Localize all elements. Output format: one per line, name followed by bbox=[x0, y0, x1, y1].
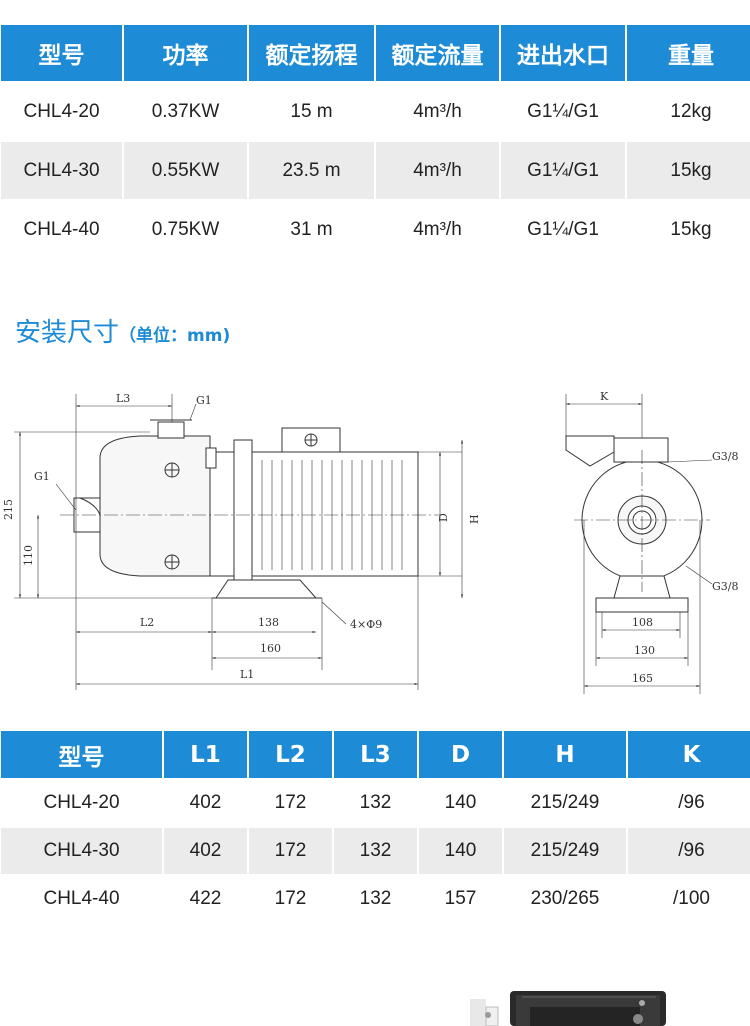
cell: CHL4-40 bbox=[1, 201, 122, 258]
cell: 4m³/h bbox=[376, 201, 499, 258]
header-weight: 重量 bbox=[627, 25, 750, 81]
label-160: 160 bbox=[260, 642, 281, 655]
cell: 172 bbox=[249, 876, 332, 922]
cell: 0.37KW bbox=[124, 83, 247, 140]
cell: CHL4-20 bbox=[1, 83, 122, 140]
label-g38-top: G3/8 bbox=[712, 450, 739, 463]
header-h: H bbox=[504, 731, 626, 778]
header-d: D bbox=[419, 731, 502, 778]
cell: /96 bbox=[628, 828, 750, 874]
cell: 132 bbox=[334, 780, 417, 826]
cell: 23.5 m bbox=[249, 142, 374, 199]
cell: 12kg bbox=[627, 83, 750, 140]
installation-drawing: L3 G1 G1 215 110 D H L2 138 4×Φ9 160 L1 bbox=[2, 390, 739, 694]
label-h: H bbox=[468, 514, 481, 524]
cell: 15 m bbox=[249, 83, 374, 140]
label-g1-left: G1 bbox=[34, 470, 50, 483]
cell: 132 bbox=[334, 876, 417, 922]
label-holes: 4×Φ9 bbox=[350, 618, 382, 631]
side-view bbox=[565, 394, 713, 694]
header-inlet-outlet: 进出水口 bbox=[501, 25, 625, 81]
cell: 15kg bbox=[627, 201, 750, 258]
cell: 15kg bbox=[627, 142, 750, 199]
spec-table: 型号 功率 额定扬程 额定流量 进出水口 重量 CHL4-20 0.37KW 1… bbox=[0, 23, 750, 260]
cell: 31 m bbox=[249, 201, 374, 258]
cell: 140 bbox=[419, 828, 502, 874]
side-view-labels: K G3/8 G3/8 108 130 165 bbox=[600, 390, 739, 685]
header-power: 功率 bbox=[124, 25, 247, 81]
table-row: CHL4-30 0.55KW 23.5 m 4m³/h G1¼/G1 15kg bbox=[1, 142, 750, 199]
cell: 422 bbox=[164, 876, 247, 922]
label-g1-top: G1 bbox=[196, 394, 212, 407]
spec-table-header: 型号 功率 额定扬程 额定流量 进出水口 重量 bbox=[1, 25, 750, 81]
header-model: 型号 bbox=[1, 25, 122, 81]
section-title-text: 安装尺寸 bbox=[15, 318, 120, 348]
cell: 402 bbox=[164, 780, 247, 826]
cell: 402 bbox=[164, 828, 247, 874]
cell: CHL4-40 bbox=[1, 876, 162, 922]
cell: CHL4-30 bbox=[1, 142, 122, 199]
label-l1: L1 bbox=[240, 668, 254, 681]
cell: CHL4-30 bbox=[1, 828, 162, 874]
cell: 230/265 bbox=[504, 876, 626, 922]
cell: 215/249 bbox=[504, 780, 626, 826]
cell: CHL4-20 bbox=[1, 780, 162, 826]
label-138: 138 bbox=[258, 616, 279, 629]
header-k: K bbox=[628, 731, 750, 778]
table-row: CHL4-20 402 172 132 140 215/249 /96 bbox=[1, 780, 750, 826]
header-l1: L1 bbox=[164, 731, 247, 778]
cell: 4m³/h bbox=[376, 83, 499, 140]
label-110: 110 bbox=[22, 545, 35, 566]
cell: G1¼/G1 bbox=[501, 83, 625, 140]
header-model: 型号 bbox=[1, 731, 162, 778]
cell: 215/249 bbox=[504, 828, 626, 874]
label-108: 108 bbox=[632, 616, 653, 629]
label-k: K bbox=[600, 390, 609, 403]
cell: 140 bbox=[419, 780, 502, 826]
table-row: CHL4-20 0.37KW 15 m 4m³/h G1¼/G1 12kg bbox=[1, 83, 750, 140]
table-row: CHL4-40 0.75KW 31 m 4m³/h G1¼/G1 15kg bbox=[1, 201, 750, 258]
cell: 132 bbox=[334, 828, 417, 874]
label-l2: L2 bbox=[140, 616, 154, 629]
front-view-labels: L3 G1 G1 215 110 D H L2 138 4×Φ9 160 L1 bbox=[2, 392, 481, 681]
dimension-table: 型号 L1 L2 L3 D H K CHL4-20 402 172 132 14… bbox=[0, 729, 750, 924]
table-row: CHL4-40 422 172 132 157 230/265 /100 bbox=[1, 876, 750, 922]
cell: G1¼/G1 bbox=[501, 142, 625, 199]
cell: G1¼/G1 bbox=[501, 201, 625, 258]
label-d: D bbox=[437, 513, 450, 522]
cell: /100 bbox=[628, 876, 750, 922]
label-g38-bottom: G3/8 bbox=[712, 580, 739, 593]
pump-photo bbox=[470, 991, 666, 1026]
header-l3: L3 bbox=[334, 731, 417, 778]
label-165: 165 bbox=[632, 672, 653, 685]
cell: 172 bbox=[249, 780, 332, 826]
label-l3: L3 bbox=[116, 392, 130, 405]
header-l2: L2 bbox=[249, 731, 332, 778]
cell: 4m³/h bbox=[376, 142, 499, 199]
header-rated-head: 额定扬程 bbox=[249, 25, 374, 81]
cell: 0.55KW bbox=[124, 142, 247, 199]
cell: 172 bbox=[249, 828, 332, 874]
table-row: CHL4-30 402 172 132 140 215/249 /96 bbox=[1, 828, 750, 874]
dimension-table-header: 型号 L1 L2 L3 D H K bbox=[1, 731, 750, 778]
header-rated-flow: 额定流量 bbox=[376, 25, 499, 81]
label-130: 130 bbox=[634, 644, 655, 657]
section-title: 安装尺寸（单位：mm) bbox=[15, 312, 230, 349]
label-215: 215 bbox=[2, 499, 15, 520]
cell: 157 bbox=[419, 876, 502, 922]
front-view bbox=[14, 394, 464, 690]
cell: /96 bbox=[628, 780, 750, 826]
cell: 0.75KW bbox=[124, 201, 247, 258]
section-unit: （单位：mm) bbox=[119, 326, 231, 346]
